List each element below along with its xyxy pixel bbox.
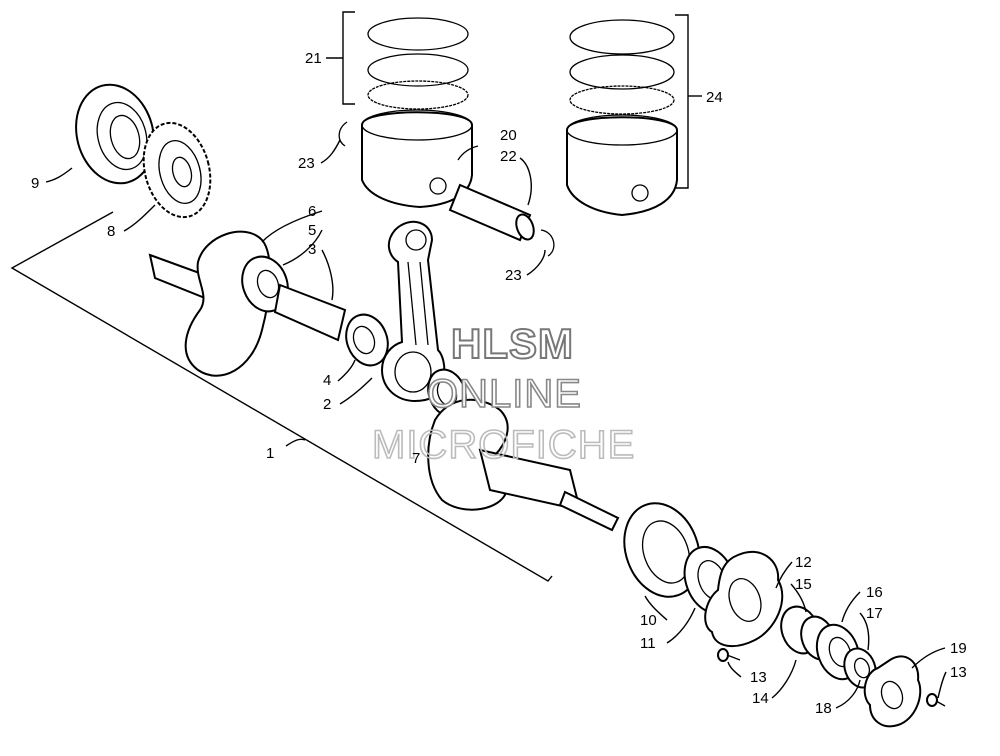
bracket-21	[342, 11, 355, 105]
callout-1: 1	[266, 445, 274, 462]
leader-lines	[45, 57, 947, 709]
callout-10: 10	[640, 612, 657, 629]
circlip-23-lower	[540, 229, 555, 257]
piston-ring-set-21	[367, 17, 469, 110]
callout-7: 7	[412, 450, 420, 467]
callout-23-upper: 23	[298, 155, 315, 172]
bracket-24	[675, 14, 689, 189]
callout-24: 24	[706, 89, 723, 106]
callout-16: 16	[866, 584, 883, 601]
bearing-set-14-15-17	[780, 605, 877, 689]
callout-14: 14	[752, 690, 769, 707]
circlip-23-upper	[338, 121, 348, 147]
crankshaft-right-half	[427, 398, 620, 532]
end-plate-19	[863, 655, 922, 728]
callout-23-lower: 23	[505, 267, 522, 284]
callout-21: 21	[305, 50, 322, 67]
callout-13-right: 13	[950, 664, 967, 681]
callout-11: 11	[640, 635, 656, 652]
callout-13-left: 13	[750, 669, 767, 686]
watermark-line-1: HLSM	[451, 320, 574, 367]
callout-17: 17	[866, 605, 883, 622]
callout-labels: 1 2 3 4 5 6 7 8 9 10 11 12 13 13 14 15 1…	[31, 50, 967, 717]
piston-20	[361, 109, 473, 209]
callout-20: 20	[500, 127, 517, 144]
piston-ring-set-24	[569, 19, 675, 115]
bearing-9	[75, 83, 155, 185]
callout-9: 9	[31, 175, 39, 192]
watermark-line-2: ONLINE	[427, 372, 582, 416]
watermark-line-3: MICROFICHE	[372, 423, 635, 467]
callout-12: 12	[795, 554, 812, 571]
callout-6: 6	[308, 203, 316, 220]
retainer-plate-12	[704, 550, 784, 648]
callout-3: 3	[308, 241, 316, 258]
callout-5: 5	[308, 222, 316, 239]
screw-13-left	[717, 648, 741, 662]
callout-15: 15	[795, 576, 812, 593]
needle-bearing-4	[345, 313, 389, 367]
screw-13-right	[926, 693, 946, 707]
callout-8: 8	[107, 223, 115, 240]
callout-18: 18	[815, 700, 832, 717]
callout-22: 22	[500, 148, 517, 165]
bearing-10	[623, 502, 701, 598]
callout-2: 2	[323, 396, 331, 413]
crankshaft-left-half	[148, 230, 347, 377]
crankshaft-assembly-bracket	[10, 211, 553, 582]
wrist-pin-22	[448, 183, 535, 242]
callout-19: 19	[950, 640, 967, 657]
gear-8	[142, 121, 212, 219]
piston-24	[566, 114, 678, 217]
connecting-rod-2	[380, 220, 446, 402]
callout-4: 4	[323, 372, 331, 389]
